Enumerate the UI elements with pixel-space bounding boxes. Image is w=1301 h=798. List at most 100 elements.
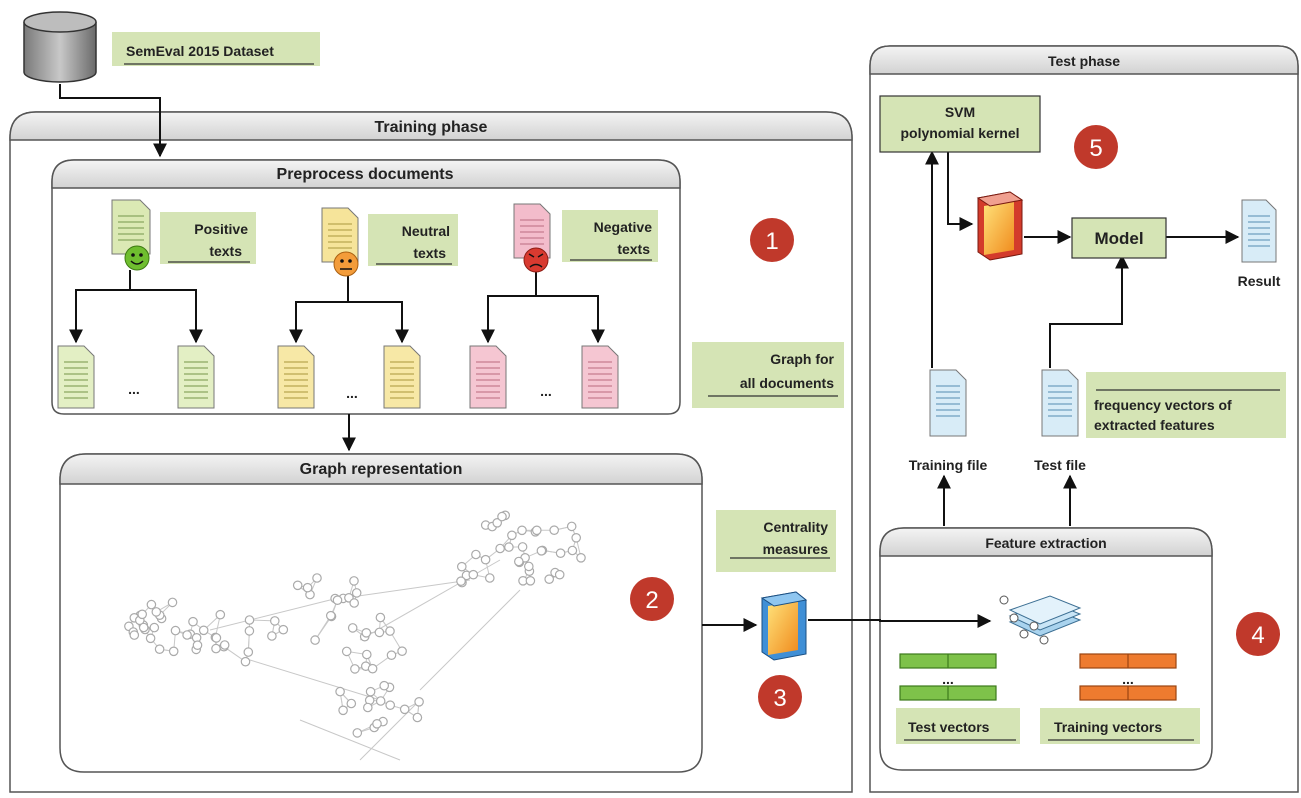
graph-node	[350, 664, 360, 674]
graph-node	[138, 622, 149, 633]
feature-vector-bar	[899, 685, 997, 701]
negative-ellipsis: ...	[540, 383, 552, 399]
frequency-note-line-1: frequency vectors of	[1094, 397, 1232, 413]
graph-note: Graph for all documents	[692, 342, 844, 408]
graph-node	[211, 643, 221, 654]
frequency-note: frequency vectors of extracted features	[1086, 372, 1286, 438]
step-3-number: 3	[773, 685, 786, 712]
positive-ellipsis: ...	[128, 381, 140, 397]
model-box: Model	[1071, 217, 1167, 259]
graph-representation-title: Graph representation	[300, 461, 463, 478]
document-icon	[277, 345, 315, 409]
test-vectors-ellipsis: ...	[942, 671, 954, 687]
graph-node	[385, 626, 395, 636]
step-5-number: 5	[1089, 135, 1102, 162]
graph-node	[517, 542, 528, 552]
graph-node	[361, 649, 372, 660]
graph-node	[267, 631, 277, 641]
graph-node	[137, 609, 147, 620]
graph-node	[167, 597, 178, 608]
feature-extraction-title: Feature extraction	[985, 535, 1106, 551]
graph-node	[549, 525, 559, 535]
positive-note: Positive texts	[160, 212, 256, 264]
centrality-note: Centrality measures	[716, 510, 836, 572]
graph-node	[372, 718, 382, 729]
svm-kernel: polynomial kernel	[900, 125, 1019, 141]
training-file-icon	[929, 369, 967, 437]
document-icon	[57, 345, 95, 409]
graph-node	[456, 561, 467, 572]
feature-vector-bar	[1079, 653, 1177, 669]
step-badge-3: 3	[758, 675, 802, 719]
graph-node	[338, 705, 348, 716]
graph-node	[198, 625, 209, 636]
graph-node	[325, 610, 336, 621]
graph-node	[292, 580, 303, 591]
graph-node	[243, 647, 254, 657]
step-badge-4: 4	[1236, 612, 1280, 656]
graph-node	[379, 680, 389, 691]
graph-node	[497, 511, 507, 522]
positive-smiley-icon	[124, 245, 150, 271]
graph-node	[361, 627, 372, 638]
preprocess-title: Preprocess documents	[277, 166, 454, 183]
graph-node	[456, 576, 466, 586]
graph-node	[269, 616, 280, 626]
graph-note-line-2: all documents	[740, 375, 834, 391]
graph-node	[385, 700, 395, 710]
graph-node	[278, 624, 289, 635]
graph-node	[471, 549, 481, 560]
graph-node	[576, 552, 586, 563]
negative-note: Negative texts	[562, 210, 658, 262]
step-4-number: 4	[1251, 622, 1264, 649]
graph-node	[244, 615, 255, 625]
graph-node	[211, 633, 222, 643]
neutral-label-2: texts	[413, 245, 446, 261]
positive-doc-icon	[111, 199, 151, 255]
graph-node	[335, 686, 345, 697]
graph-node	[571, 532, 581, 543]
model-label: Model	[1094, 229, 1143, 248]
graph-node	[367, 663, 378, 674]
graph-node	[554, 569, 565, 580]
graph-node	[536, 545, 547, 556]
graph-node	[414, 696, 424, 707]
graph-node	[149, 622, 160, 633]
centrality-software-icon	[760, 591, 808, 661]
dataset-note: SemEval 2015 Dataset	[112, 32, 320, 66]
positive-label-1: Positive	[194, 221, 248, 237]
graph-node	[129, 630, 140, 640]
graph-node	[244, 626, 255, 636]
graph-node	[566, 521, 577, 532]
graph-node	[332, 595, 343, 605]
graph-node	[349, 576, 359, 586]
graph-node	[168, 646, 179, 657]
graph-node	[188, 616, 198, 627]
graph-node	[362, 702, 373, 713]
svm-box: SVM polynomial kernel	[879, 95, 1041, 153]
graph-node	[349, 598, 359, 608]
graph-node	[517, 525, 527, 536]
svm-software-icon	[976, 191, 1024, 261]
step-2-number: 2	[645, 587, 658, 614]
centrality-note-line-1: Centrality	[763, 519, 828, 535]
graph-node	[310, 635, 320, 645]
graph-node	[513, 556, 524, 567]
graph-node	[507, 530, 517, 541]
document-icon	[581, 345, 619, 409]
graph-node	[351, 588, 362, 598]
neutral-face-icon	[333, 251, 359, 277]
frequency-note-line-2: extracted features	[1094, 417, 1215, 433]
result-label: Result	[1238, 273, 1281, 289]
step-badge-5: 5	[1074, 125, 1118, 169]
graph-node	[399, 704, 410, 715]
vector-bars	[899, 653, 1177, 701]
graph-node	[240, 656, 251, 667]
graph-node	[412, 712, 423, 723]
training-vectors-label: Training vectors	[1054, 719, 1162, 735]
graph-node	[397, 646, 407, 656]
graph-note-line-1: Graph for	[770, 351, 834, 367]
graph-node	[544, 574, 554, 584]
graph-node	[504, 542, 514, 552]
